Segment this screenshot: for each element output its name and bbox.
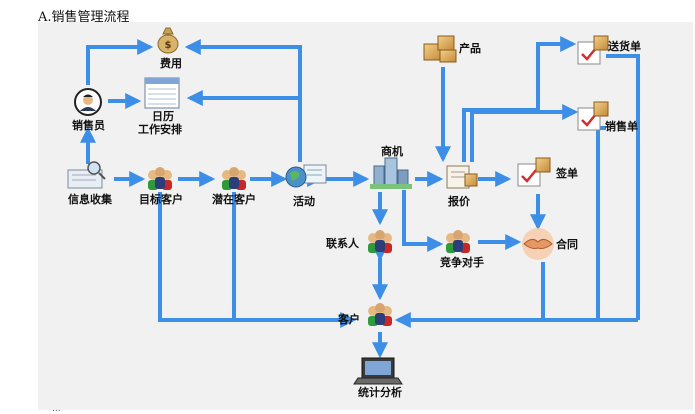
line-right-inner [596,126,606,320]
sales-order-icon [577,101,609,131]
arrow-opportunity-to-competitor [402,190,444,252]
label-sales-order: 销售单 [605,119,638,133]
svg-text:$: $ [165,40,172,51]
arrow-salesperson-to-fee [86,39,154,85]
label-fee: 费用 [160,56,182,70]
people-group-icon [148,167,172,190]
label-competitor: 竞争对手 [440,255,484,269]
label-salesperson: 销售员 [72,118,105,132]
footnote: ... [52,404,61,414]
label-delivery: 送货单 [607,39,641,53]
people-group-icon [368,303,392,326]
line-target-down [158,192,328,322]
label-target-customer: 目标客户 [139,192,183,206]
label-activity: 活动 [293,194,315,208]
money-bag-icon: $ [157,27,179,54]
salesperson-avatar-icon [74,88,102,116]
signed-document-icon [517,157,551,187]
calendar-icon [144,77,180,109]
people-group-icon [222,167,246,190]
label-contract: 合同 [556,237,578,251]
page-title: A.销售管理流程 [38,10,130,25]
handshake-icon [522,228,554,260]
globe-document-icon [285,164,327,188]
laptop-icon [353,357,403,385]
label-info-collect: 信息收集 [68,192,113,206]
arrow-quote-to-sales-order [470,104,579,162]
label-calendar-line2: 工作安排 [138,122,182,136]
magnifier-document-icon [67,161,106,189]
delivery-note-icon [577,35,609,65]
label-calendar-line1: 日历 [152,110,174,123]
label-statistics: 统计分析 [358,385,402,399]
line-right-outer [606,54,640,320]
label-opportunity: 商机 [381,144,403,158]
label-product: 产品 [459,41,481,55]
people-group-icon [446,230,470,253]
arrow-quote-to-delivery [462,36,577,162]
quote-document-icon [446,165,478,189]
label-customer: 客户 [337,312,360,326]
label-quote: 报价 [448,194,471,208]
arrow-to-customer [232,192,357,328]
connectors [80,36,640,359]
label-sign: 签单 [555,166,578,180]
people-group-icon [368,230,392,253]
label-potential-customer: 潜在客户 [212,192,256,206]
label-contact: 联系人 [326,236,360,250]
arrow-activity-to-fee [184,39,302,162]
city-buildings-icon [370,157,412,189]
boxes-icon [423,35,457,63]
flow-diagram: $ [67,27,641,399]
diagram-panel: $ [38,22,693,410]
